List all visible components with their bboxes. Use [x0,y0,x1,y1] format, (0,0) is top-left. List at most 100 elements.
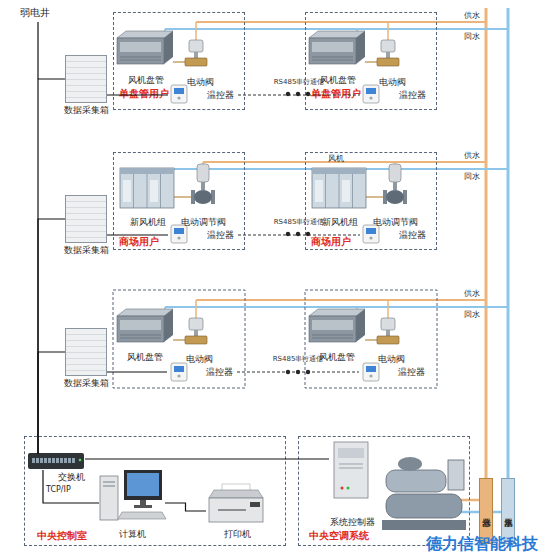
system-area: 系统控制器中央空调系统 [298,436,470,546]
group-frame [113,290,245,388]
device-label: 温控器 [399,91,426,100]
return-main [507,8,510,478]
user-group: 风机盘管电动阀温控器 单盘管用户 [305,12,437,110]
device-label: 温控器 [206,368,233,377]
device-label: 温控器 [207,91,234,100]
shaft-label: 弱电井 [20,8,50,18]
device: 计算机 [99,467,165,539]
watermark: 德力信智能科技 [426,536,538,552]
signal-wire [165,503,206,511]
device: 打印机 [206,483,268,539]
device: 风机盘管 [115,302,175,362]
device-label: 电动阀 [177,355,221,364]
thermostat-symbol [363,225,379,243]
group-frame [305,290,437,388]
thermostat-symbol [171,225,187,243]
device-label: 温控器 [399,231,426,240]
rs485-link [238,95,360,96]
pipe-label: 供水 [464,290,480,298]
bus-line [37,22,38,79]
control-valve-symbol [383,164,407,204]
link-label: RS485串行通信 [274,219,325,226]
device-label: 电动阀 [370,78,414,87]
valve-symbol [185,40,207,66]
device: 新风机组 [310,165,370,227]
data-collector: 数据采集箱 [65,328,107,376]
controller-symbol [334,442,368,498]
device: 电动阀 [369,304,413,364]
device: 电动调节阀 [370,159,420,227]
pipe-label: 回水 [464,311,480,319]
switch-symbol [28,453,84,469]
data-collector: 数据采集箱 [65,55,107,103]
rs485-link [238,235,360,236]
area-heading: 中央控制室 [37,531,87,541]
device-label: 电动阀 [178,78,222,87]
thermostat: 温控器 [359,362,429,382]
device-pipes [165,22,395,340]
pipe-label: 回水 [464,173,480,181]
pipe-label: 供水 [464,12,480,20]
device-label: 风机盘管 [115,353,175,362]
pipe-label: 供水 [464,152,480,160]
area-heading: 中央空调系统 [309,531,369,541]
thermostat-symbol [171,363,187,381]
thermostat: 温控器 [168,225,238,245]
signal-wire [38,219,65,454]
control-valve-symbol [191,164,215,204]
data-collector: 数据采集箱 [65,195,107,243]
water-header: 集水器 [501,478,515,544]
part-label: 风机 [328,155,344,163]
group-heading: 商场用户 [311,237,351,247]
valve-symbol [377,318,399,344]
network-switch: 交换机 [29,454,85,470]
thermostat-symbol [363,363,379,381]
fan-coil-symbol [117,309,173,342]
device-label: 电动阀 [369,355,413,364]
device-label: 温控器 [207,231,234,240]
thermostat: 温控器 [360,85,430,105]
collector-label: 数据采集箱 [64,379,109,388]
protocol-label: TCP/IP [46,486,71,494]
water-header: 分水器 [479,478,493,544]
user-group: 风机盘管电动阀温控器单盘管用户 [113,12,245,110]
fresh-air-unit-symbol [120,168,174,208]
link-label: RS485串行通信 [273,356,324,363]
supply-main [485,8,488,478]
device: 电动调节阀 [178,159,228,227]
signal-wire [107,234,168,235]
thermostat: 温控器 [360,225,430,245]
device-label: 新风机组 [118,218,178,227]
device-label: 风机盘管 [116,76,176,85]
thermostat-symbol [171,85,187,103]
link-label: RS485串行通信 [274,79,325,86]
valve-symbol [185,318,207,344]
signal-wire [38,352,65,454]
device: 风机盘管 [116,25,176,85]
device: 风机盘管 [308,25,368,85]
device: 电动阀 [178,27,222,87]
fan-coil-symbol [117,31,173,64]
fan-coil-symbol [309,309,365,342]
group-heading: 单盘管用户 [311,89,361,99]
signal-wire [107,371,167,372]
signal-wire [38,79,65,454]
device-label: 打印机 [206,530,268,539]
row-pipes [153,22,508,307]
printer-symbol [209,484,263,522]
collector-label: 数据采集箱 [64,246,109,255]
device: 系统控制器 [329,441,375,527]
signal-wire [85,458,329,459]
device-label: 温控器 [398,368,425,377]
user-group: 新风机组电动调节阀温控器商场用户 [305,152,437,250]
thermostat-symbol [363,85,379,103]
valve-symbol [377,40,399,66]
thermostat: 温控器 [167,362,237,382]
computer-symbol [100,470,166,520]
fresh-air-unit-symbol [312,168,366,208]
fan-coil-symbol [309,31,365,64]
device-label: 计算机 [99,530,165,539]
device-label: 电动调节阀 [370,218,420,227]
device-label: 电动调节阀 [178,218,228,227]
device: 电动阀 [177,304,221,364]
